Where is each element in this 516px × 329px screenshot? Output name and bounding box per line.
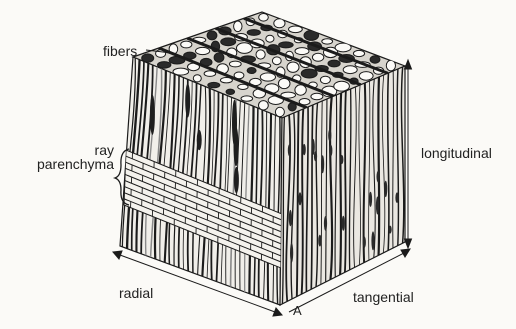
vessel-element (232, 100, 237, 147)
cell-lumen (278, 78, 290, 88)
corner-label: A (293, 304, 302, 318)
cell-lumen (260, 73, 275, 81)
ray-cross-section (369, 192, 372, 207)
ray-cross-section (395, 192, 398, 203)
cell-lumen (208, 82, 220, 87)
fiber-line (302, 109, 304, 294)
cell-lumen (304, 30, 319, 40)
fiber-line (311, 105, 313, 289)
cell-lumen (289, 26, 303, 33)
cell-lumen (142, 54, 154, 62)
cell-lumen (247, 68, 256, 74)
ray-label-line2: parenchyma (12, 157, 114, 171)
cell-lumen (173, 68, 189, 75)
cell-lumen (353, 50, 364, 56)
cell-lumen (266, 35, 274, 42)
ray-cross-section (303, 144, 306, 155)
cell-lumen (320, 76, 330, 83)
cell-lumen (295, 48, 309, 55)
vessel-element (185, 84, 190, 118)
fibers-label: fibers (103, 44, 137, 58)
cell-lumen (234, 21, 242, 32)
ray-cross-section (340, 155, 343, 164)
cell-lumen (328, 60, 340, 67)
cell-lumen (181, 41, 192, 48)
cell-lumen (275, 107, 284, 116)
cell-lumen (343, 66, 357, 74)
ray-cross-section (298, 192, 301, 205)
ray-label-line1: ray (68, 143, 114, 157)
cell-lumen (370, 56, 380, 63)
ray-cross-section (329, 145, 332, 157)
longitudinal-label: longitudinal (421, 146, 492, 160)
ray-cross-section (318, 235, 321, 247)
cell-lumen (295, 85, 306, 95)
cell-lumen (287, 62, 299, 72)
ray-cross-section (288, 144, 291, 156)
vessel-element (197, 130, 202, 150)
cell-lumen (259, 101, 269, 110)
cell-lumen (274, 19, 285, 28)
fiber-line (378, 77, 379, 255)
ray-cross-section (328, 129, 331, 141)
cell-lumen (196, 47, 210, 54)
ray-cross-section (324, 216, 327, 231)
cell-lumen (158, 62, 171, 69)
cell-lumen (301, 69, 317, 78)
ray-cross-section (371, 231, 374, 250)
cell-lumen (359, 72, 373, 81)
ray-cross-section (363, 236, 366, 248)
cell-lumen (241, 96, 253, 101)
ray-cross-section (290, 243, 293, 263)
cell-lumen (238, 84, 248, 89)
vessel-element (234, 167, 239, 193)
cell-lumen (312, 53, 323, 61)
ray-cross-section (314, 151, 317, 161)
ray-cross-section (342, 216, 345, 231)
ray-cross-section (289, 210, 292, 226)
cell-lumen (256, 50, 265, 59)
ray-cross-section (389, 226, 392, 234)
cell-lumen (322, 39, 333, 44)
cell-lumen (226, 89, 235, 94)
cell-lumen (259, 13, 269, 21)
fiber-line (340, 93, 341, 275)
cell-lumen (247, 30, 260, 36)
cell-lumen (334, 81, 350, 91)
ray-cross-section (321, 155, 324, 173)
cell-lumen (214, 53, 224, 62)
cell-lumen (272, 57, 281, 65)
fiber-line (345, 91, 346, 272)
cell-lumen (221, 38, 236, 46)
tangential-label: tangential (353, 290, 414, 304)
vessel-element (150, 95, 155, 135)
cell-lumen (229, 61, 241, 67)
ray-cross-section (384, 181, 387, 197)
cell-lumen (279, 42, 294, 48)
cell-lumen (207, 31, 217, 40)
ray-cross-section (312, 139, 315, 155)
cell-lumen (311, 93, 323, 99)
cell-lumen (193, 75, 201, 82)
ray-cross-section (377, 171, 380, 183)
radial-label: radial (119, 286, 153, 300)
ray-cross-section (376, 197, 379, 215)
